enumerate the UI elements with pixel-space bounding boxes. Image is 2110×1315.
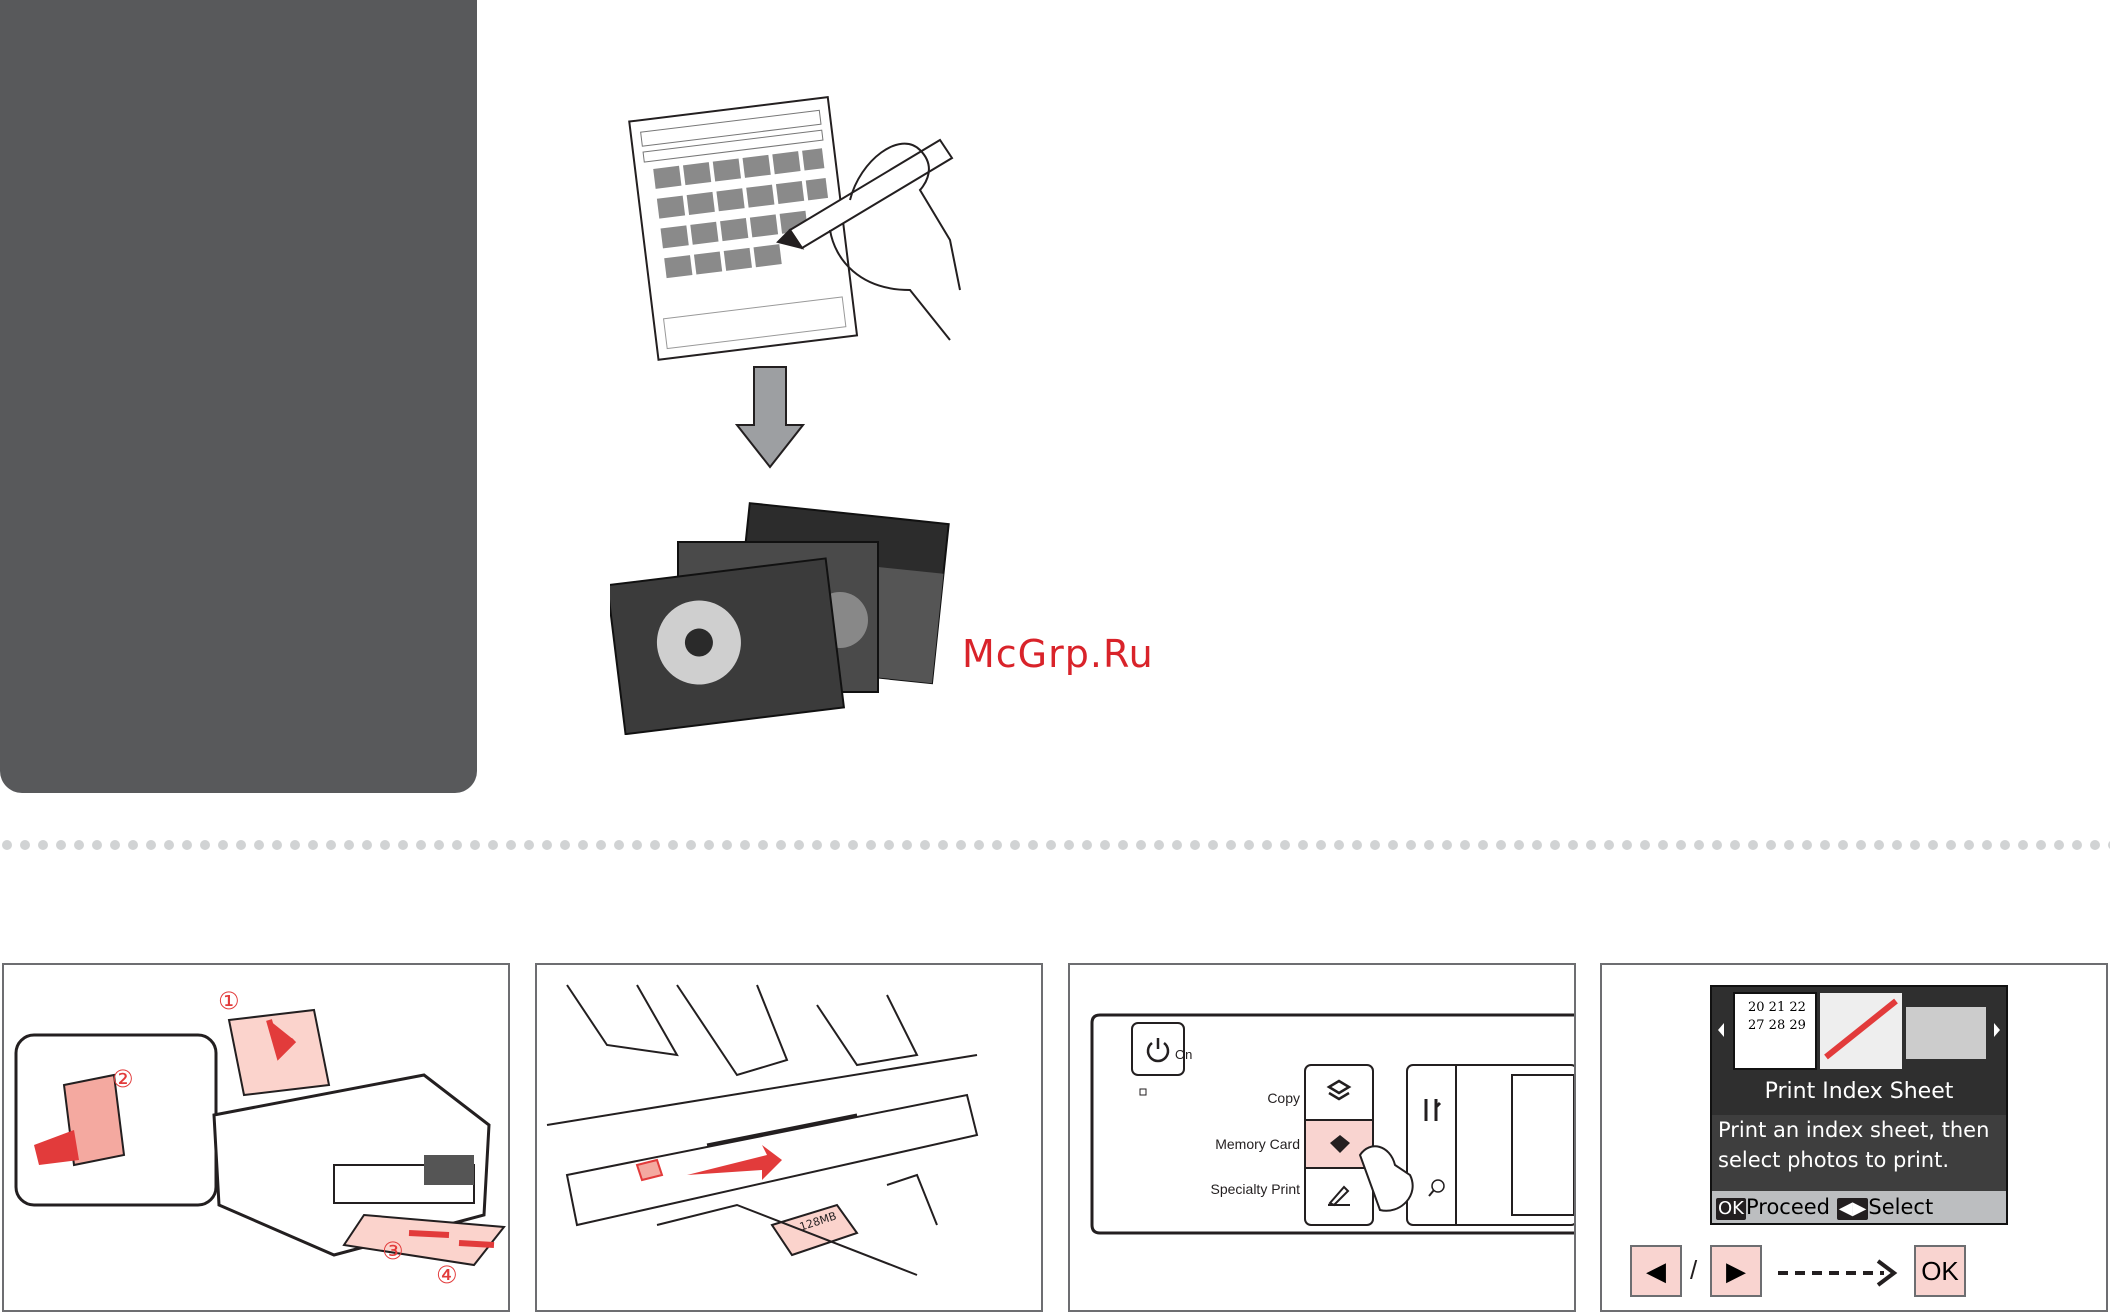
card-slot-illustration xyxy=(537,965,1041,1310)
memory-card-button-label[interactable]: Memory Card xyxy=(1150,1136,1300,1152)
specialty-print-button-label[interactable]: Specialty Print xyxy=(1150,1181,1300,1197)
ok-button[interactable]: OK xyxy=(1914,1245,1966,1297)
copy-icon[interactable] xyxy=(1324,1077,1354,1107)
panel-control-panel: On Copy Memory Card Specialty Print xyxy=(1068,963,1576,1312)
step-marker-3: ③ xyxy=(382,1237,404,1265)
select-label: Select xyxy=(1868,1195,1933,1219)
down-arrow-icon xyxy=(735,365,805,470)
step-marker-2: ② xyxy=(112,1065,134,1093)
lcd-title: Print Index Sheet xyxy=(1712,1079,2006,1104)
watermark-text: McGrp.Ru xyxy=(962,632,1154,676)
proceed-label: Proceed xyxy=(1746,1195,1830,1219)
printer-illustration xyxy=(4,965,508,1310)
specialty-print-icon[interactable] xyxy=(1324,1179,1354,1209)
lcd-message-line-1: Print an index sheet, then xyxy=(1718,1115,2000,1145)
copy-button-label[interactable]: Copy xyxy=(1170,1090,1300,1106)
section-divider xyxy=(0,839,2110,851)
lcd-screen: 20 21 22 27 28 29 Print Index Sheet Prin… xyxy=(1710,985,2008,1225)
right-arrow-icon: ▶ xyxy=(1726,1256,1746,1287)
power-icon[interactable] xyxy=(1144,1035,1172,1063)
left-right-chip: ◀▶ xyxy=(1837,1198,1869,1220)
index-sheet-illustration xyxy=(620,90,980,370)
calendar-row-2: 27 28 29 xyxy=(1748,1017,1806,1035)
lcd-message-line-2: select photos to print. xyxy=(1718,1145,2000,1175)
lcd-footer: OKProceed ◀▶Select xyxy=(1712,1191,2006,1223)
left-arrow-icon: ◀ xyxy=(1646,1256,1666,1287)
right-arrow-button[interactable]: ▶ xyxy=(1710,1245,1762,1297)
power-label: On xyxy=(1175,1047,1192,1062)
setup-icon[interactable] xyxy=(1419,1095,1445,1125)
step-marker-4: ④ xyxy=(436,1261,458,1289)
section-tab xyxy=(0,0,477,793)
dashed-arrow-icon xyxy=(1774,1253,1900,1293)
nav-separator: / xyxy=(1690,1255,1697,1286)
ok-chip: OK xyxy=(1716,1198,1746,1220)
zoom-icon[interactable] xyxy=(1426,1177,1448,1199)
panel-lcd: 20 21 22 27 28 29 Print Index Sheet Prin… xyxy=(1600,963,2108,1312)
panel-insert-card: 128MB xyxy=(535,963,1043,1312)
calendar-thumbnail: 20 21 22 27 28 29 xyxy=(1748,999,1806,1035)
control-panel-frame xyxy=(1070,965,1574,1310)
panel-load-paper: ① ② ③ ④ xyxy=(2,963,510,1312)
printed-photos-illustration xyxy=(610,500,950,735)
step-marker-1: ① xyxy=(218,987,240,1015)
memory-card-icon[interactable] xyxy=(1324,1129,1354,1159)
lcd-message: Print an index sheet, then select photos… xyxy=(1712,1115,2006,1191)
calendar-row-1: 20 21 22 xyxy=(1748,999,1806,1017)
left-arrow-button[interactable]: ◀ xyxy=(1630,1245,1682,1297)
